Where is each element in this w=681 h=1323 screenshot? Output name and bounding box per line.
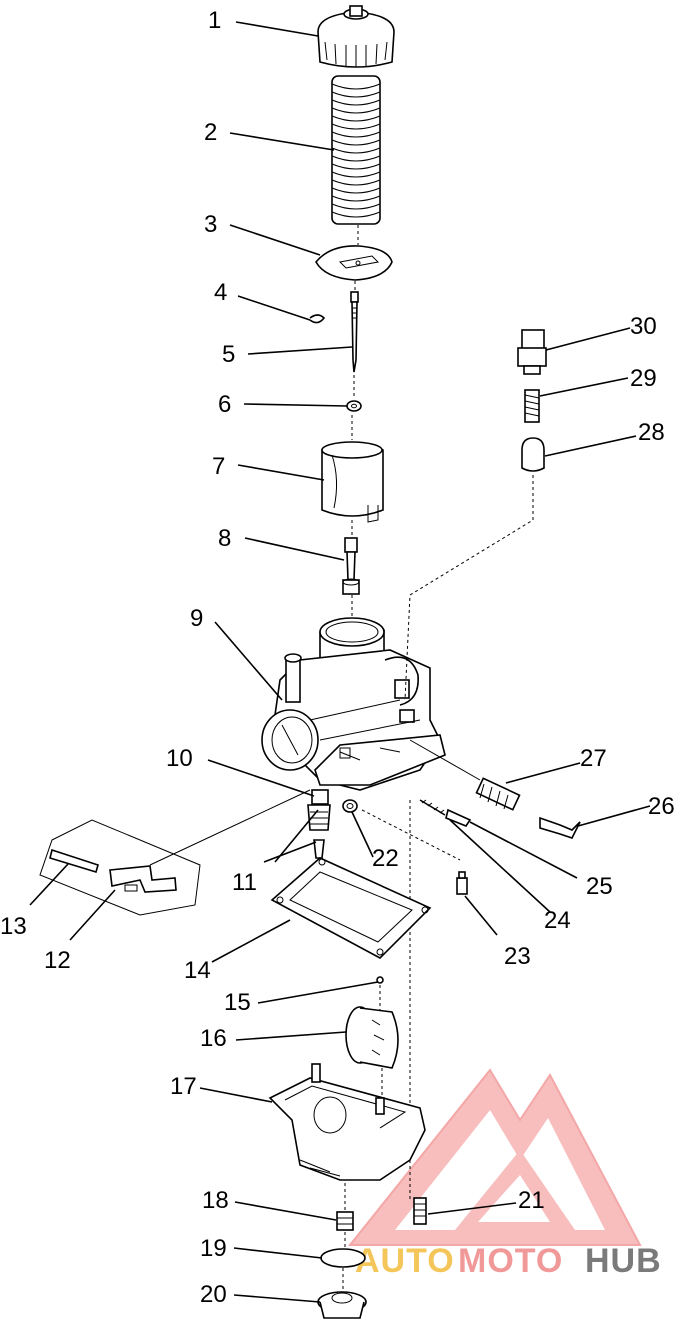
part-30-choke-nut	[517, 329, 547, 375]
float-group-link	[149, 789, 311, 866]
callout-23: 23	[504, 943, 531, 970]
callout-8: 8	[218, 525, 231, 552]
callout-22: 22	[372, 845, 399, 872]
part-26-screw	[539, 816, 581, 839]
part-11-jets	[307, 804, 331, 859]
float-group-outline	[39, 819, 201, 916]
part-19-o-ring	[320, 1248, 366, 1268]
callout-6: 6	[218, 391, 231, 418]
callout-30: 30	[630, 313, 657, 340]
callout-1: 1	[208, 7, 221, 34]
callout-25: 25	[586, 873, 613, 900]
callout-9: 9	[190, 605, 203, 632]
callout-12: 12	[44, 947, 71, 974]
part-5-needle	[350, 291, 359, 373]
callout-21: 21	[518, 1187, 545, 1214]
part-29-choke-spring	[524, 389, 540, 423]
watermark-text-hub: HUB	[585, 1242, 662, 1280]
callout-28: 28	[638, 419, 665, 446]
part-18-main-jet	[336, 1211, 354, 1231]
part-27-spring	[475, 777, 521, 811]
callout-2: 2	[204, 119, 217, 146]
callout-19: 19	[200, 1235, 227, 1262]
callout-16: 16	[200, 1025, 227, 1052]
part-1-cap	[317, 5, 395, 68]
part-16-float	[345, 1006, 399, 1069]
part-25-needle	[445, 808, 472, 827]
callout-10: 10	[166, 745, 193, 772]
part-12-float-arm	[109, 865, 177, 893]
watermark-text-auto: AUTO	[355, 1242, 455, 1280]
part-15-pin	[376, 976, 384, 984]
part-7-throttle-slide	[321, 441, 384, 523]
callout-labels: 1 2 3 4 5 6 7 8 9 10 11 12 13 14 15 16 1…	[0, 7, 675, 1308]
callout-3: 3	[204, 211, 217, 238]
part-10-screw	[311, 789, 329, 805]
part-23-pilot-jet	[456, 871, 468, 895]
part-28-choke-plunger	[521, 437, 545, 472]
callout-13: 13	[0, 913, 27, 940]
watermark-text-moto: MOTO	[458, 1242, 563, 1280]
callout-26: 26	[648, 793, 675, 820]
part-23-line	[361, 809, 461, 861]
callout-15: 15	[224, 989, 251, 1016]
callout-29: 29	[630, 365, 657, 392]
callout-14: 14	[184, 957, 211, 984]
leader-lines	[29, 21, 651, 1303]
part-2-spring	[331, 75, 381, 225]
idle-screw-line	[409, 739, 481, 781]
watermark-text: AUTO MOTO HUB	[355, 1242, 662, 1280]
callout-24: 24	[544, 907, 571, 934]
callout-7: 7	[212, 453, 225, 480]
callout-5: 5	[222, 341, 235, 368]
part-4-clip	[309, 314, 326, 324]
part-22-washer	[342, 799, 358, 813]
callout-17: 17	[170, 1073, 197, 1100]
part-24-spring	[419, 799, 446, 816]
callout-18: 18	[202, 1187, 229, 1214]
part-6-washer	[346, 400, 362, 412]
part-13-float-pin	[49, 848, 99, 874]
part-21-screw	[413, 1197, 427, 1225]
part-17-float-bowl	[268, 1063, 426, 1181]
callout-20: 20	[200, 1281, 227, 1308]
choke-assembly-line	[404, 475, 534, 701]
callout-27: 27	[580, 745, 607, 772]
callout-11: 11	[232, 869, 257, 896]
part-8-needle-jet	[342, 537, 360, 595]
part-20-drain-plug	[317, 1291, 367, 1319]
part-3-plate	[315, 245, 393, 281]
part-14-gasket	[270, 857, 432, 959]
callout-4: 4	[214, 279, 227, 306]
part-9-carburetor-body	[261, 617, 446, 791]
